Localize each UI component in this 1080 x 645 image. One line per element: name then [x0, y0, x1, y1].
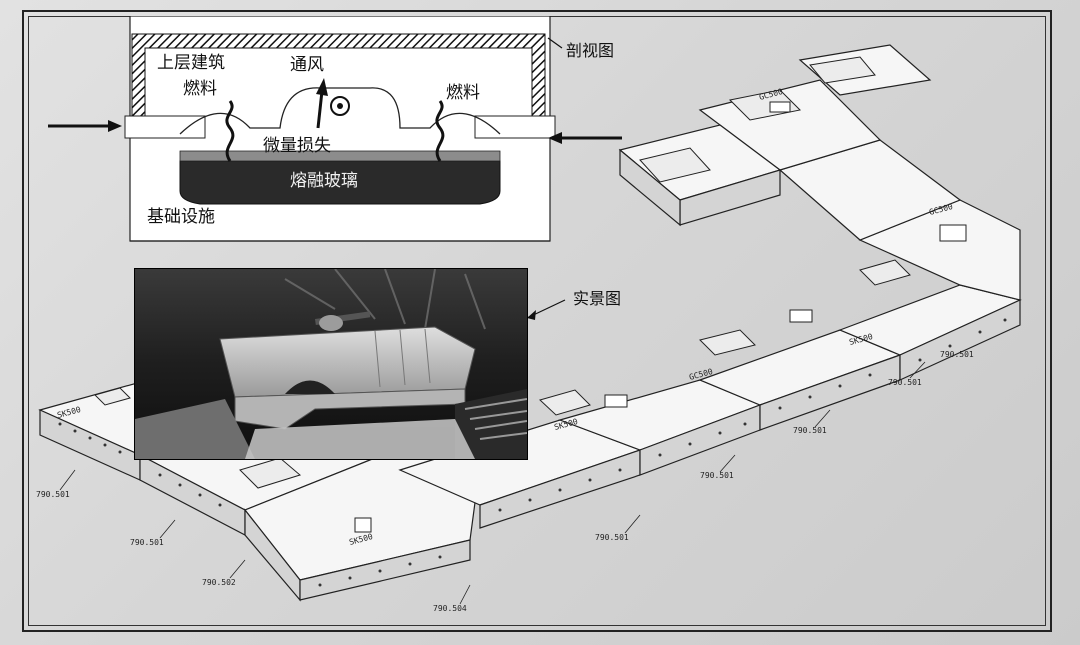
dim-tag-5: 790.501: [595, 533, 629, 542]
dim-tag-8: 790.501: [888, 378, 922, 387]
label-fuel-right: 燃料: [446, 83, 480, 103]
label-micro-loss: 微量损失: [263, 136, 331, 156]
photo-image: [135, 269, 527, 459]
bolt-rows: [58, 318, 1007, 587]
dim-tag-9: 790.501: [940, 350, 974, 359]
dim-tag-4: 790.504: [433, 604, 467, 613]
label-molten-glass: 熔融玻璃: [290, 171, 358, 191]
dim-tag-6: 790.501: [700, 471, 734, 480]
label-photo-view: 实景图: [573, 289, 622, 308]
cover-blocks: [94, 56, 967, 533]
label-upper-structure: 上层建筑: [157, 53, 225, 73]
dim-leader-lines: [59, 361, 926, 605]
label-foundation: 基础设施: [147, 207, 215, 227]
furnace-photo: [134, 268, 528, 460]
dim-tag-1: 790.501: [36, 490, 70, 499]
dim-tag-3: 790.502: [202, 578, 236, 587]
outer-frame: [22, 10, 1052, 632]
label-ventilation: 通风: [290, 55, 324, 75]
arrow-left-icon: [548, 132, 562, 144]
dim-tag-7: 790.501: [793, 426, 827, 435]
label-fuel-left: 燃料: [183, 79, 217, 99]
dim-tag-2: 790.501: [130, 538, 164, 547]
label-section-view: 剖视图: [566, 41, 615, 60]
section-view-diagram: [124, 16, 556, 242]
arrow-right-icon: [108, 120, 122, 132]
